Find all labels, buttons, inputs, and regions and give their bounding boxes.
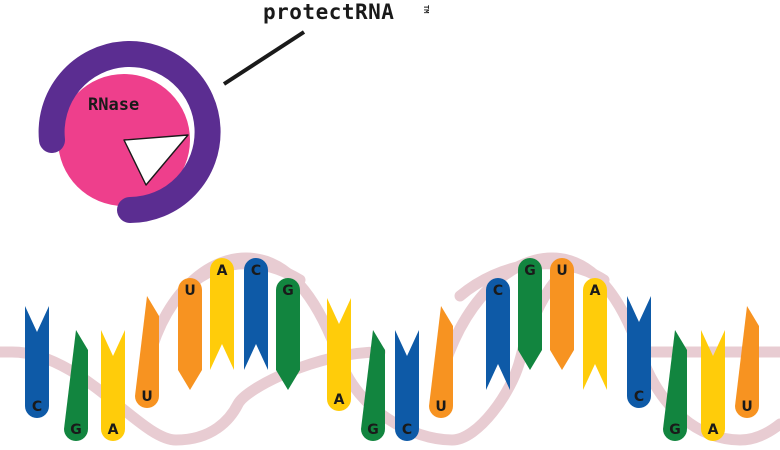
base-c: C [244,258,268,370]
base-letter: U [184,283,195,299]
base-letter: A [217,263,228,279]
base-g: G [276,278,300,390]
nucleotide-bases: C G A U U A C G A G C U C G U A C G A U [25,258,759,441]
base-u: U [135,296,159,408]
base-a: A [327,298,351,411]
base-a: A [101,330,125,441]
base-u: U [550,258,574,370]
base-g: G [663,330,687,441]
base-letter: U [556,263,567,279]
base-shape [178,278,202,390]
base-shape [25,306,49,418]
base-u: U [178,278,202,390]
base-shape [663,330,687,441]
base-shape [327,298,351,411]
base-c: C [486,278,510,390]
base-shape [395,330,419,441]
base-shape [429,306,453,418]
base-shape [518,258,542,370]
base-letter: G [524,263,536,279]
base-letter: A [108,422,119,438]
base-shape [583,278,607,390]
base-u: U [735,306,759,418]
base-letter: C [251,263,261,279]
base-letter: U [435,399,446,415]
protective-ring [38,41,221,223]
base-letter: U [141,389,152,405]
base-letter: C [402,422,412,438]
base-letter: G [282,283,294,299]
base-letter: A [708,422,719,438]
base-shape [135,296,159,408]
enzyme-active-site [123,134,189,186]
base-shape [361,330,385,441]
base-shape [276,278,300,390]
base-g: G [361,330,385,441]
base-letter: C [634,389,644,405]
base-shape [64,330,88,441]
brand-title: protectRNA [263,0,394,24]
base-letter: G [669,422,681,438]
base-c: C [627,296,651,408]
base-letter: G [367,422,379,438]
base-letter: C [32,399,42,415]
base-a: A [701,330,725,441]
base-shape [701,330,725,441]
base-letter: C [493,283,503,299]
base-c: C [395,330,419,441]
trademark-mark: TM [422,5,430,13]
base-letter: A [590,283,601,299]
base-a: A [583,278,607,390]
base-shape [735,306,759,418]
base-a: A [210,258,234,370]
base-letter: G [70,422,82,438]
rnase-enzyme: RNase [38,41,221,223]
svg-text:TM: TM [422,5,430,13]
base-shape [550,258,574,370]
pointer-line [222,30,306,86]
base-u: U [429,306,453,418]
base-shape [244,258,268,370]
base-g: G [64,330,88,441]
rna-strand: C G A U U A C G A G C U C G U A C G A U [0,252,780,446]
base-letter: A [334,392,345,408]
base-letter: U [741,399,752,415]
base-shape [627,296,651,408]
base-g: G [518,258,542,370]
base-shape [101,330,125,441]
enzyme-label: RNase [88,95,139,115]
base-shape [210,258,234,370]
base-shape [486,278,510,390]
base-c: C [25,306,49,418]
